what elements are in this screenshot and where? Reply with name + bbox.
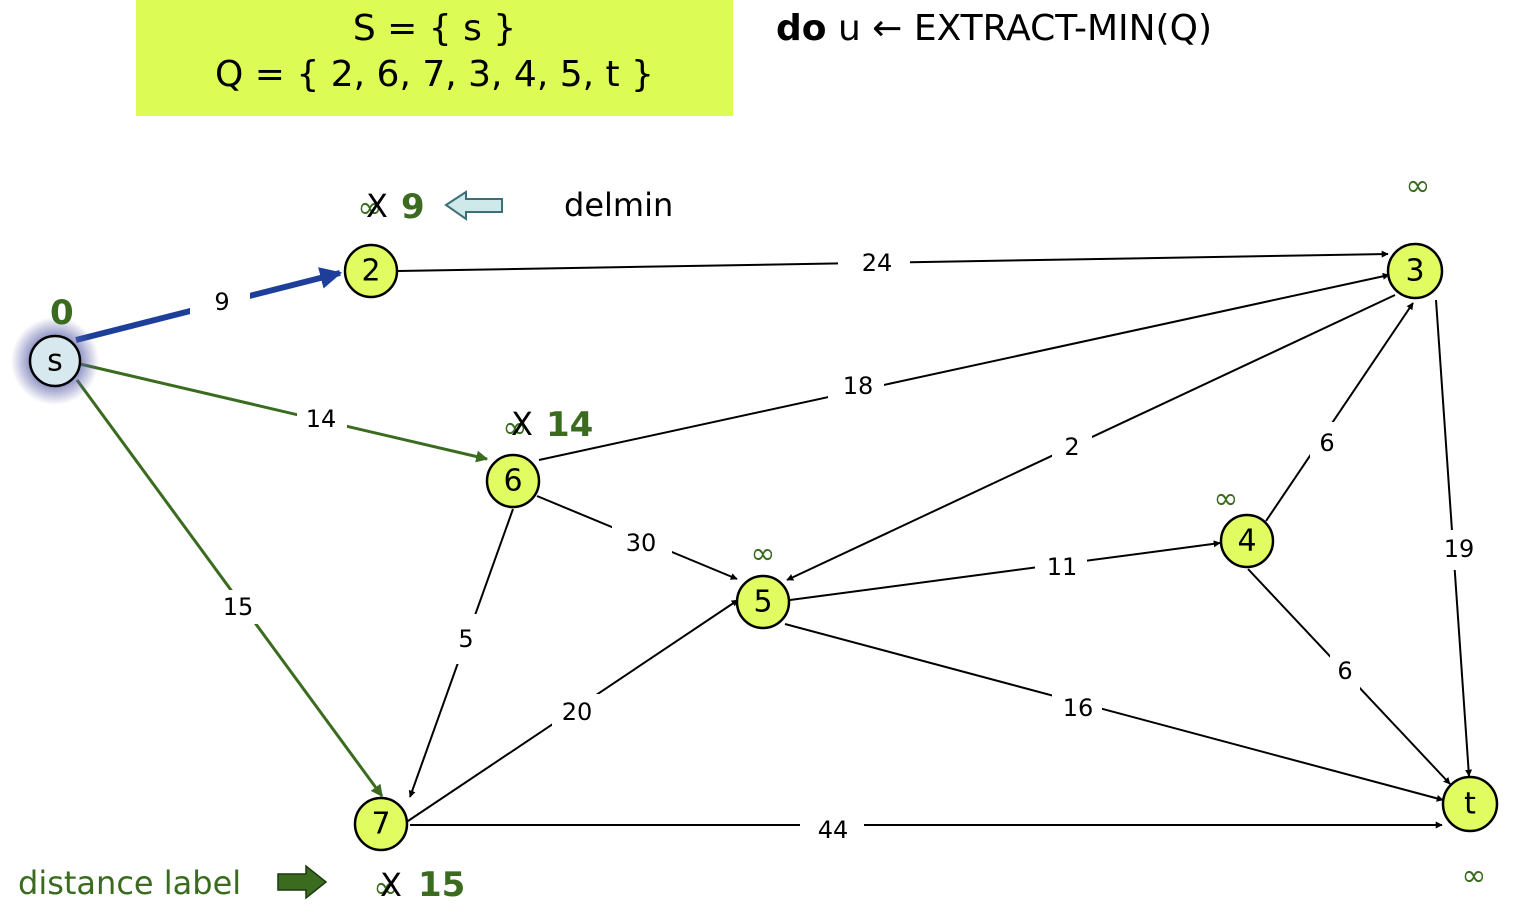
edge-6-3 [538, 272, 1390, 461]
node-6-label: 6 [503, 464, 522, 499]
dist-t: ∞ [1462, 859, 1487, 894]
nodes: s 2 3 4 5 6 7 [11, 242, 1499, 852]
dist-7-new: 15 [418, 865, 465, 905]
node-3-label: 3 [1405, 254, 1424, 289]
weight-6-3: 18 [843, 372, 874, 400]
edge-5-4 [789, 540, 1221, 601]
dist-7-old: ∞ [374, 871, 399, 906]
weight-4-3: 6 [1319, 429, 1334, 457]
edges [75, 250, 1473, 829]
node-6: 6 [485, 453, 541, 509]
node-t: t [1441, 775, 1499, 833]
weight-2-3: 24 [862, 249, 893, 277]
cross-mark-6: X [511, 405, 533, 443]
weight-5-3: 2 [1064, 433, 1079, 461]
dist-6-old: ∞ [503, 411, 528, 446]
distance-label-caption: distance label [18, 864, 241, 902]
weight-3-t: 19 [1444, 535, 1475, 563]
node-s: s [28, 334, 82, 388]
node-2: 2 [343, 243, 399, 299]
node-3: 3 [1386, 242, 1444, 300]
node-t-label: t [1464, 787, 1476, 822]
dist-6-new: 14 [546, 405, 593, 445]
cross-mark-7: X [380, 866, 402, 904]
delmin-arrow-icon [444, 190, 503, 221]
dist-s: 0 [50, 293, 74, 333]
do-keyword: do [776, 8, 827, 49]
distance-labels: 0 ∞ X 9 ∞ X 14 ∞ X 15 ∞ ∞ ∞ ∞ [50, 169, 1487, 906]
node-2-label: 2 [361, 254, 380, 289]
edge-weights: 9 14 15 24 18 30 5 2 6 11 19 6 16 [190, 246, 1478, 846]
weight-6-7: 5 [458, 625, 473, 653]
dist-5: ∞ [751, 537, 776, 572]
weight-7-t: 44 [818, 816, 849, 844]
cross-mark-2: X [366, 187, 388, 225]
node-5: 5 [735, 574, 791, 630]
weight-s-6: 14 [306, 405, 337, 433]
dist-3: ∞ [1406, 169, 1431, 204]
edge-5-t [784, 623, 1444, 802]
node-5-label: 5 [753, 585, 772, 620]
delmin-annotation: delmin [444, 186, 673, 224]
weight-5-4: 11 [1047, 553, 1078, 581]
algorithm-step: do u ← EXTRACT-MIN(Q) [776, 8, 1212, 49]
node-4: 4 [1219, 513, 1275, 569]
distance-label-legend: distance label [18, 864, 328, 902]
right-arrow-icon [277, 864, 328, 900]
edge-4-3 [1265, 302, 1414, 522]
delmin-label: delmin [564, 186, 673, 224]
extract-min-text: u ← EXTRACT-MIN(Q) [826, 8, 1212, 49]
dist-2-old: ∞ [358, 191, 383, 226]
weight-5-t: 16 [1063, 694, 1094, 722]
weight-s-2: 9 [214, 288, 229, 316]
node-7-label: 7 [371, 807, 390, 842]
weight-6-5: 30 [626, 529, 657, 557]
edge-s-6 [79, 362, 489, 463]
edge-s-7 [75, 379, 384, 797]
node-s-label: s [47, 344, 63, 379]
weight-s-7: 15 [223, 593, 254, 621]
set-state-box: S = { s } Q = { 2, 6, 7, 3, 4, 5, t } [136, 0, 733, 116]
weight-4-t: 6 [1337, 657, 1352, 685]
dist-4: ∞ [1214, 482, 1239, 517]
set-s-text: S = { s } [352, 8, 517, 49]
node-7: 7 [353, 796, 409, 852]
dist-2-new: 9 [401, 187, 425, 227]
set-q-text: Q = { 2, 6, 7, 3, 4, 5, t } [215, 54, 654, 95]
weight-7-5: 20 [562, 698, 593, 726]
node-4-label: 4 [1237, 524, 1256, 559]
